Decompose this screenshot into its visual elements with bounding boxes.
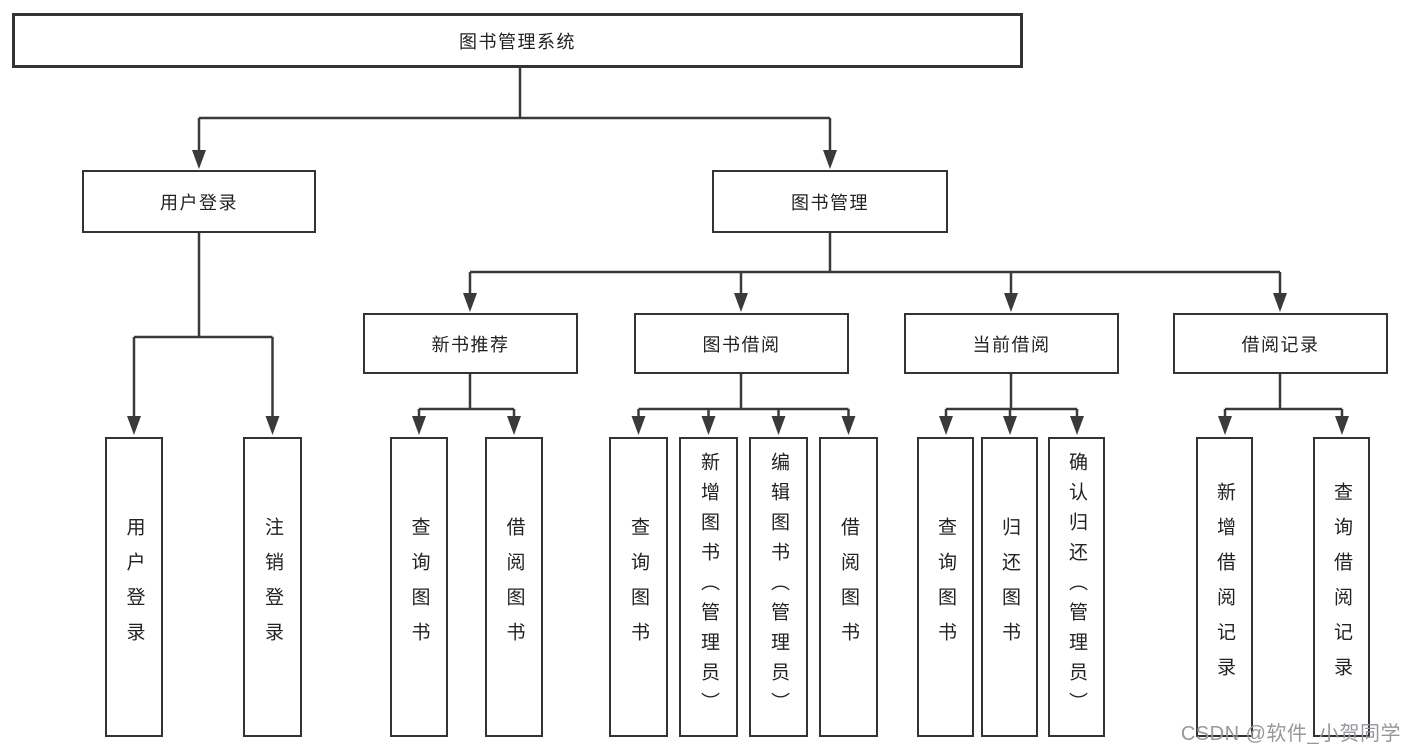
leaf-borrowing-edit-book-admin-label: 编辑图书（管理员） bbox=[768, 452, 789, 722]
node-borrowing-records: 借阅记录 bbox=[1173, 313, 1388, 374]
leaf-borrowing-borrow-books-label: 借阅图书 bbox=[838, 517, 859, 657]
leaf-current-confirm-return-admin-label: 确认归还（管理员） bbox=[1066, 452, 1087, 722]
leaf-current-confirm-return-admin: 确认归还（管理员） bbox=[1048, 437, 1105, 737]
leaf-borrowing-borrow-books: 借阅图书 bbox=[819, 437, 878, 737]
leaf-borrowing-add-book-admin-label: 新增图书（管理员） bbox=[698, 452, 719, 722]
leaf-recommend-query-books-label: 查询图书 bbox=[408, 517, 430, 657]
connector-book-management-children bbox=[463, 233, 1287, 312]
leaf-borrowing-edit-book-admin: 编辑图书（管理员） bbox=[749, 437, 808, 737]
leaf-logout-label: 注销登录 bbox=[262, 517, 283, 657]
node-user-login: 用户登录 bbox=[82, 170, 316, 233]
leaf-current-return-books: 归还图书 bbox=[981, 437, 1038, 737]
node-library-management-system: 图书管理系统 bbox=[12, 13, 1023, 68]
csdn-watermark: CSDN @软件_小贺同学 bbox=[1180, 723, 1401, 745]
leaf-recommend-borrow-books-label: 借阅图书 bbox=[503, 517, 525, 657]
leaf-logout: 注销登录 bbox=[243, 437, 302, 737]
node-book-borrowing: 图书借阅 bbox=[634, 313, 849, 374]
connector-root-to-level2 bbox=[192, 66, 837, 169]
leaf-records-add-borrow-record: 新增借阅记录 bbox=[1196, 437, 1253, 737]
leaf-records-add-borrow-record-label: 新增借阅记录 bbox=[1214, 482, 1235, 692]
leaf-recommend-borrow-books: 借阅图书 bbox=[485, 437, 543, 737]
connector-book-borrowing-children bbox=[631, 374, 856, 435]
connector-user-login-children bbox=[127, 233, 280, 435]
node-new-book-recommendation: 新书推荐 bbox=[363, 313, 578, 374]
connector-borrowing-records-children bbox=[1218, 374, 1349, 435]
leaf-current-return-books-label: 归还图书 bbox=[999, 517, 1020, 657]
leaf-borrowing-query-books: 查询图书 bbox=[609, 437, 668, 737]
connector-current-borrowing-children bbox=[939, 374, 1084, 435]
leaf-borrowing-add-book-admin: 新增图书（管理员） bbox=[679, 437, 738, 737]
leaf-current-query-books: 查询图书 bbox=[917, 437, 974, 737]
leaf-borrowing-query-books-label: 查询图书 bbox=[628, 517, 649, 657]
leaf-current-query-books-label: 查询图书 bbox=[935, 517, 956, 657]
leaf-records-query-borrow-record: 查询借阅记录 bbox=[1313, 437, 1370, 737]
leaf-user-login: 用户登录 bbox=[105, 437, 163, 737]
leaf-recommend-query-books: 查询图书 bbox=[390, 437, 448, 737]
node-book-management: 图书管理 bbox=[712, 170, 948, 233]
leaf-records-query-borrow-record-label: 查询借阅记录 bbox=[1331, 482, 1352, 692]
node-current-borrowing: 当前借阅 bbox=[904, 313, 1119, 374]
connector-new-book-children bbox=[412, 374, 521, 435]
leaf-user-login-label: 用户登录 bbox=[123, 517, 145, 657]
